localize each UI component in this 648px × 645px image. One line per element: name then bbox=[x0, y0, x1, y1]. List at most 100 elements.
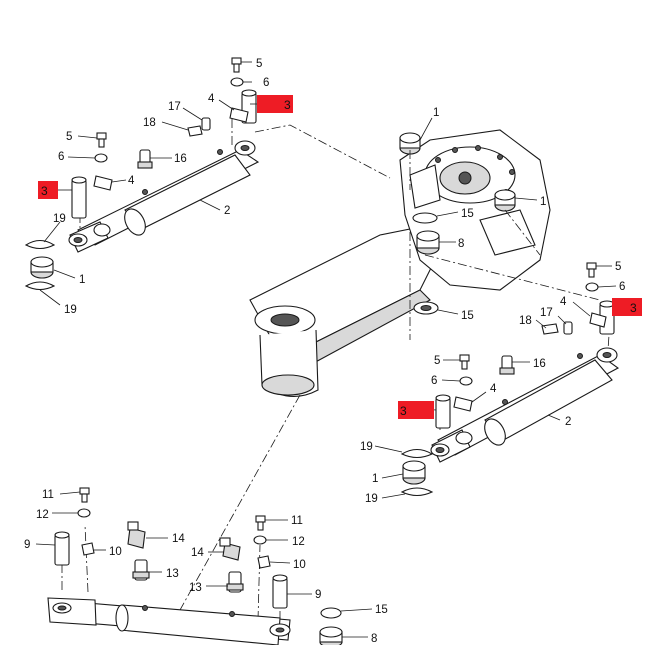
callout-5-left: 5 bbox=[66, 131, 72, 143]
callout-1-left: 1 bbox=[79, 274, 85, 286]
washer-right bbox=[585, 282, 599, 292]
pin-bottom-left bbox=[54, 531, 70, 566]
plate-lower-right bbox=[453, 396, 473, 412]
callout-15-bottom: 15 bbox=[375, 604, 388, 616]
callout-18-right: 18 bbox=[519, 315, 532, 327]
callout-17-upper: 17 bbox=[168, 101, 181, 113]
callout-5-right: 5 bbox=[615, 261, 621, 273]
leader-lines bbox=[35, 61, 629, 638]
svg-text:3: 3 bbox=[400, 404, 407, 418]
highlight-3-upper-center: 3 bbox=[250, 95, 293, 113]
plate-right bbox=[589, 312, 607, 328]
callout-5-upper: 5 bbox=[256, 58, 262, 70]
callout-14-left: 14 bbox=[172, 533, 185, 545]
highlight-3-upper-left: 3 bbox=[38, 181, 58, 199]
adapter-14-right bbox=[219, 537, 241, 561]
callout-1-housing-right: 1 bbox=[540, 196, 546, 208]
snap-ring-lower-right bbox=[400, 487, 434, 497]
plate-upper-center bbox=[229, 107, 249, 123]
callout-13-left: 13 bbox=[166, 568, 179, 580]
pin-upper-left bbox=[71, 176, 87, 219]
callout-4-upper: 4 bbox=[208, 93, 215, 105]
callout-18-upper: 18 bbox=[143, 117, 156, 129]
callout-6-right: 6 bbox=[619, 281, 625, 293]
fitting-18-lower bbox=[541, 323, 559, 335]
highlighted-callouts: 3 3 3 3 bbox=[38, 95, 642, 419]
callout-16-right: 16 bbox=[533, 358, 546, 370]
pin-bottom-right bbox=[272, 574, 288, 609]
callout-19-upper-right: 19 bbox=[360, 441, 373, 453]
bolt-right bbox=[586, 262, 597, 278]
axle-housing bbox=[249, 129, 551, 397]
callout-9-right: 9 bbox=[315, 589, 321, 601]
callout-13-right: 13 bbox=[189, 582, 202, 594]
callout-4-right: 4 bbox=[560, 296, 567, 308]
bushing-loose-bottom bbox=[319, 626, 343, 645]
callout-12-left: 12 bbox=[36, 509, 49, 521]
callout-15-housing: 15 bbox=[461, 208, 474, 220]
callout-6-lower-right: 6 bbox=[431, 375, 437, 387]
washer-lower-right bbox=[459, 376, 473, 386]
callout-5-lower-right: 5 bbox=[434, 355, 440, 367]
housing-bushing-center bbox=[416, 230, 440, 255]
bolt-bottom-right bbox=[255, 515, 266, 531]
plate-upper-left bbox=[93, 175, 113, 191]
callout-15-housing-lower: 15 bbox=[461, 310, 474, 322]
housing-washer-upper bbox=[412, 212, 438, 224]
callout-2-lower: 2 bbox=[565, 416, 571, 428]
washer-15-bottom bbox=[320, 607, 342, 619]
fitting-13-left bbox=[132, 559, 150, 581]
plate-bottom-left bbox=[81, 542, 95, 556]
callout-10-right: 10 bbox=[293, 559, 306, 571]
washer-upper-left bbox=[94, 153, 108, 163]
cylinder-upper-left bbox=[68, 140, 260, 253]
callout-6-upper: 6 bbox=[263, 77, 269, 89]
callout-12-right: 12 bbox=[292, 536, 305, 548]
svg-text:3: 3 bbox=[630, 301, 637, 315]
snap-ring-upper-left bbox=[24, 239, 56, 250]
fitting-16-upper bbox=[137, 149, 153, 169]
callout-2-upper: 2 bbox=[224, 205, 230, 217]
svg-text:3: 3 bbox=[284, 98, 291, 112]
callout-8-housing: 8 bbox=[458, 238, 464, 250]
callout-1-housing-top: 1 bbox=[433, 107, 439, 119]
bushing-loose-right bbox=[402, 460, 426, 485]
callout-4-lower-right: 4 bbox=[490, 383, 497, 395]
housing-bushing-right bbox=[494, 189, 516, 212]
callout-8-bottom: 8 bbox=[371, 633, 377, 645]
callout-10-left: 10 bbox=[109, 546, 122, 558]
callout-11-right: 11 bbox=[291, 515, 303, 527]
callout-6-left: 6 bbox=[58, 151, 64, 163]
callout-14-right: 14 bbox=[191, 547, 204, 559]
callout-numbers: 5 6 4 17 18 16 5 6 4 2 19 1 19 1 1 15 8 … bbox=[24, 58, 625, 645]
highlight-3-lower-right: 3 bbox=[398, 401, 434, 419]
cylinder-lower-right bbox=[430, 347, 620, 463]
fitting-17-lower bbox=[563, 321, 573, 335]
cylinder-bottom bbox=[47, 597, 291, 645]
washer-bottom-right bbox=[253, 535, 267, 545]
callout-16-upper: 16 bbox=[174, 153, 187, 165]
callout-11-left: 11 bbox=[42, 489, 54, 501]
callout-9-left: 9 bbox=[24, 539, 30, 551]
highlight-3-right: 3 bbox=[612, 298, 642, 316]
plate-bottom-right bbox=[257, 555, 271, 569]
bushing-loose-left bbox=[30, 256, 54, 279]
svg-text:3: 3 bbox=[41, 184, 48, 198]
callout-19-upper-left: 19 bbox=[53, 213, 66, 225]
snap-ring-lower-left bbox=[24, 281, 56, 291]
fitting-16-lower bbox=[499, 355, 515, 375]
adapter-14-left bbox=[127, 521, 146, 549]
bolt-upper-center bbox=[231, 57, 242, 73]
washer-upper-center bbox=[230, 77, 244, 87]
callout-19-lower-left: 19 bbox=[64, 304, 77, 316]
callout-17-right: 17 bbox=[540, 307, 553, 319]
bolt-upper-left bbox=[96, 132, 107, 148]
callout-19-lower-right: 19 bbox=[365, 493, 378, 505]
washer-bottom-left bbox=[77, 508, 91, 518]
callout-1-right: 1 bbox=[372, 473, 378, 485]
bolt-bottom-left bbox=[79, 487, 90, 503]
snap-ring-upper-right bbox=[400, 448, 434, 459]
fitting-17-upper bbox=[201, 117, 211, 131]
bolt-lower-right bbox=[459, 354, 470, 370]
